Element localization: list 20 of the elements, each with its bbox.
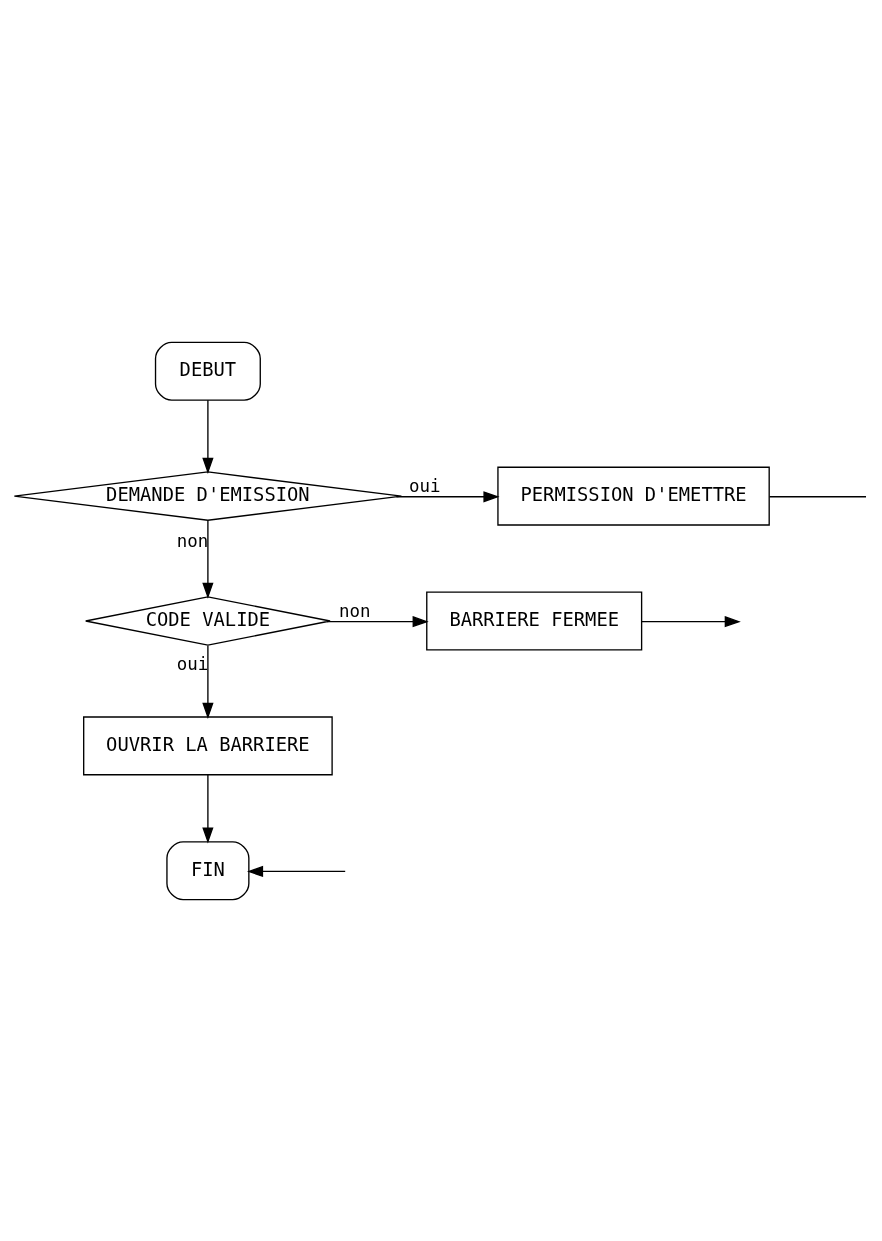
node-box: DEBUT bbox=[154, 341, 261, 401]
node-box: FIN bbox=[166, 840, 250, 900]
node-diamond: DEMANDE D'EMISSION bbox=[13, 470, 403, 521]
node-box: OUVRIR LA BARRIERE bbox=[83, 715, 333, 775]
arrow bbox=[395, 490, 500, 502]
arrow bbox=[202, 773, 214, 844]
connector bbox=[768, 495, 867, 497]
edge-label: oui bbox=[409, 475, 441, 496]
arrow bbox=[202, 519, 214, 599]
arrow bbox=[202, 399, 214, 474]
node-box: BARRIERE FERMEE bbox=[426, 590, 643, 651]
arrow bbox=[326, 615, 429, 627]
arrow bbox=[247, 865, 346, 877]
edge-label: non bbox=[338, 600, 371, 621]
arrow bbox=[641, 615, 741, 627]
edge-label: non bbox=[176, 530, 209, 551]
node-box: PERMISSION D'EMETTRE bbox=[497, 466, 770, 526]
arrow bbox=[202, 644, 214, 719]
node-diamond: CODE VALIDE bbox=[85, 595, 331, 646]
edge-label: oui bbox=[176, 653, 209, 674]
